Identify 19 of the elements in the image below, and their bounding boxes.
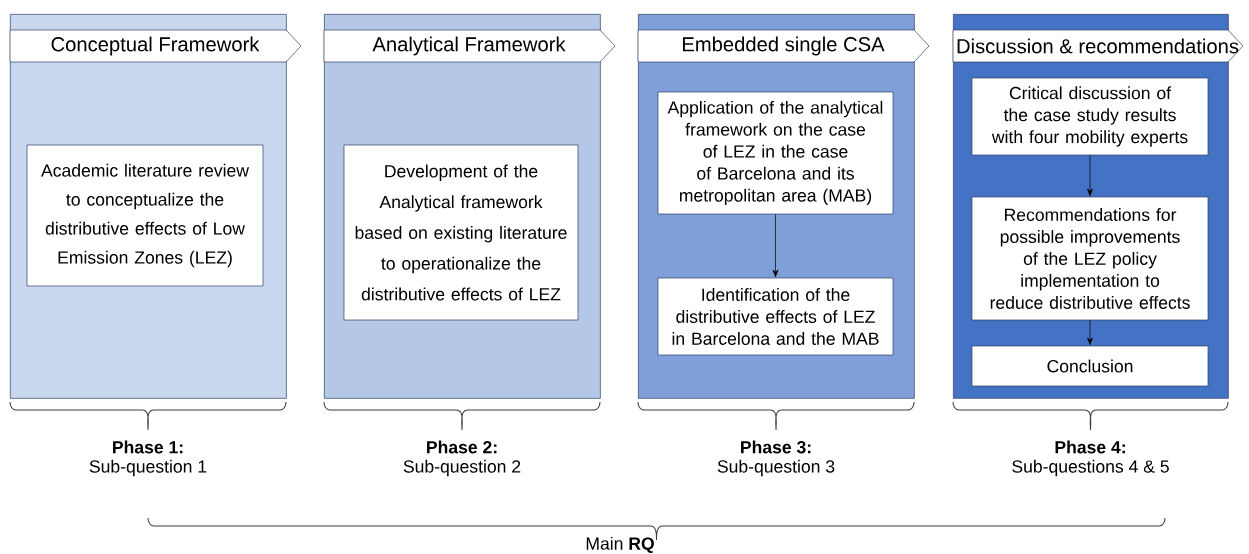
arrow bbox=[772, 214, 779, 277]
process-box: Conclusion bbox=[971, 345, 1209, 387]
arrow bbox=[1087, 320, 1093, 345]
phase-label: Phase 2: bbox=[427, 440, 497, 454]
process-box: Critical discussion of the case study results with four mobility experts bbox=[971, 77, 1209, 156]
phase-label: Phase 3: bbox=[741, 440, 811, 454]
arrow bbox=[1087, 155, 1093, 196]
sub-question-label: Sub-questions 4 & 5 bbox=[1012, 459, 1169, 477]
process-box: Application of the analytical framework on the case of LEZ in the case of Barcelona and its metropolitan area (MAB) bbox=[657, 91, 894, 215]
phase-label: Phase 1: bbox=[113, 440, 183, 454]
process-box: Recommendations for possible improvements of the LEZ policy implementation to reduce distributive effects bbox=[971, 196, 1209, 321]
sub-question-label: Sub-question 1 bbox=[89, 459, 207, 477]
phase-label: Phase 4: bbox=[1055, 440, 1125, 454]
process-box: Academic literature review to conceptualize the distributive effects of Low Emission Zones (LEZ) bbox=[26, 144, 264, 287]
process-box: Identification of the distributive effects of LEZ in Barcelona and the MAB bbox=[657, 277, 894, 356]
sub-question-label: Sub-question 2 bbox=[403, 459, 521, 477]
main-question-label: Main RQ bbox=[586, 536, 654, 554]
sub-question-label: Sub-question 3 bbox=[717, 459, 835, 477]
process-box: Development of the Analytical framework based on existing literature to operationalize the distributive effects of LEZ bbox=[343, 144, 579, 321]
